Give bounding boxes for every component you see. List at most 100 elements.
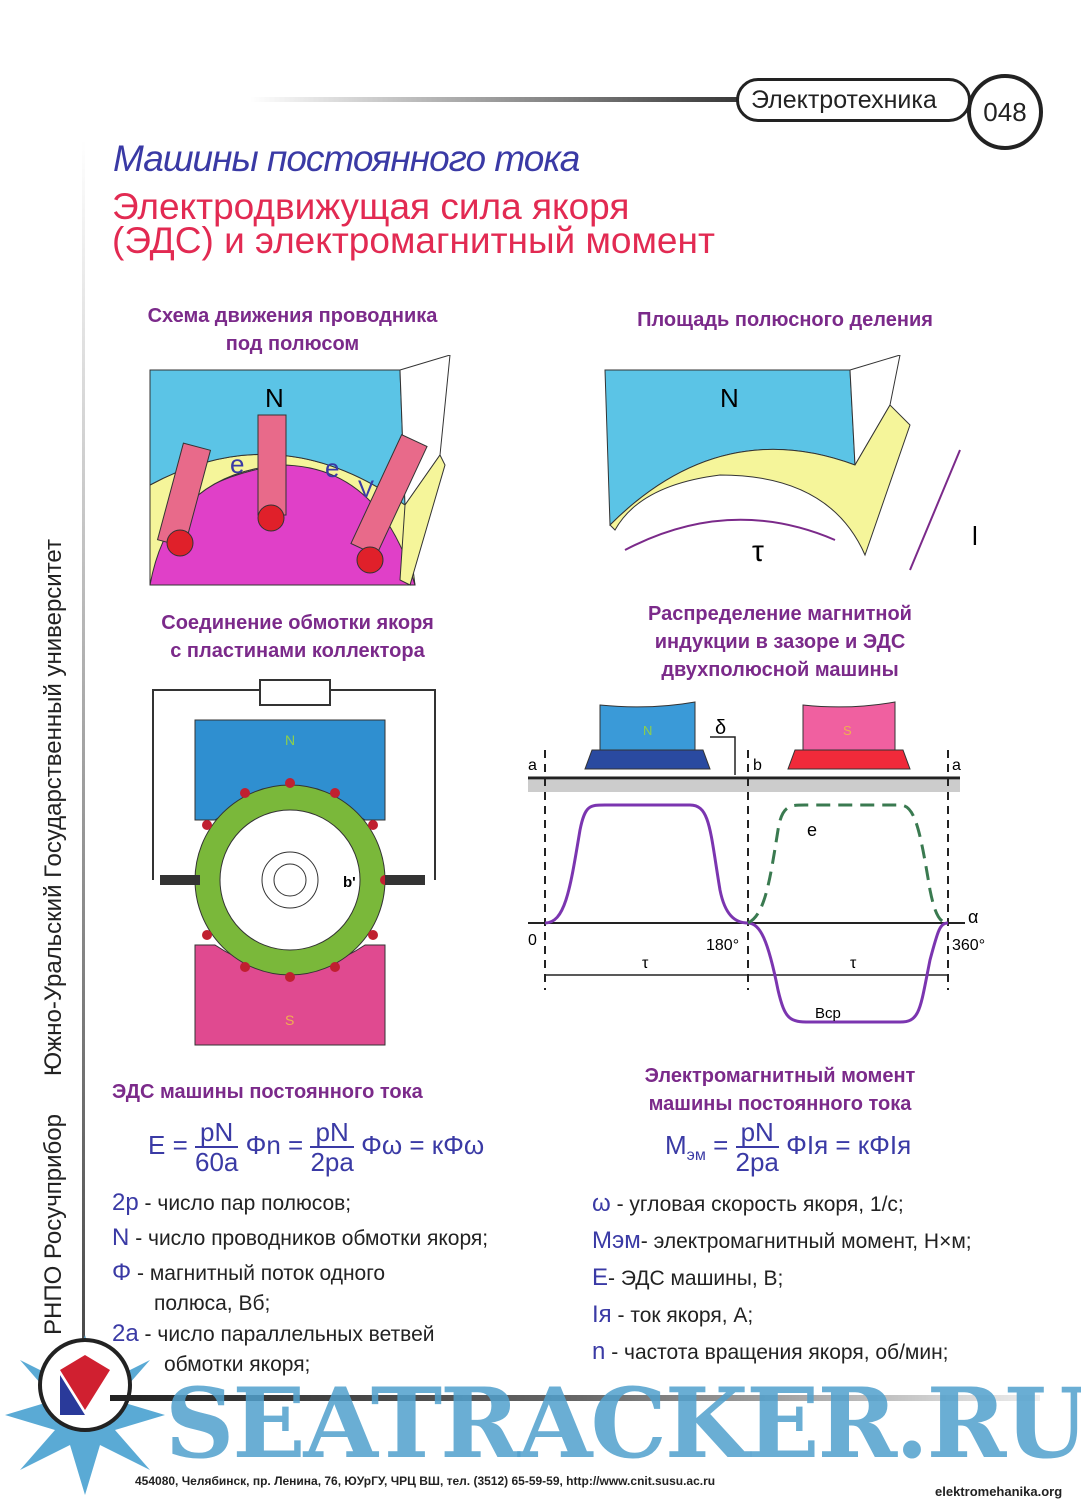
symbol: N: [112, 1224, 130, 1251]
university: Южно-Уральский Государственный университ…: [40, 539, 67, 1077]
numerator: pN: [194, 1118, 239, 1148]
winding-diagram: N S a' b': [152, 679, 436, 1046]
symbol: 2a: [112, 1320, 139, 1347]
pole-area-diagram: N τ l: [604, 355, 978, 571]
definition-item: Φ - магнитный поток одного: [112, 1256, 572, 1291]
pole-s-label: S: [285, 1012, 294, 1028]
publisher: РНПО Росучприбор: [40, 1114, 67, 1335]
point-a-label: a: [528, 757, 537, 774]
subtitle-line: Электродвижущая сила якоря: [112, 186, 630, 227]
gap-label: δ: [715, 717, 726, 739]
header-rule: [250, 97, 750, 102]
conductor-diagram: N e e V: [149, 355, 451, 586]
watermark: SEATRACKER.RU: [165, 1367, 1081, 1480]
definition-cont: обмотки якоря;: [164, 1353, 311, 1376]
definition: - ЭДС машины, В;: [608, 1267, 784, 1290]
formula-part: M: [665, 1129, 687, 1160]
definition: - число проводников обмотки якоря;: [135, 1227, 489, 1250]
definition-item: ω - угловая скорость якоря, 1/с;: [592, 1186, 1072, 1223]
pole-area-heading: Площадь полюсного деления: [637, 309, 933, 331]
heading-line: Соединение обмотки якоря: [161, 612, 434, 634]
subtitle-line: (ЭДС) и электромагнитный момент: [112, 220, 715, 261]
brush-b-label: b': [343, 874, 356, 891]
formula-part: E =: [148, 1129, 188, 1160]
definition: - магнитный поток одного: [137, 1262, 386, 1285]
definition-item: E- ЭДС машины, В;: [592, 1260, 1072, 1297]
emf-curve-label: e: [807, 820, 817, 840]
alpha-label: α: [968, 907, 978, 927]
site-link[interactable]: elektromehanika.org: [935, 1484, 1063, 1499]
definition: - число параллельных ветвей: [144, 1323, 435, 1346]
formula-part: Φn =: [245, 1129, 304, 1160]
denominator: 2pa: [310, 1147, 354, 1177]
heading-line: Схема движения проводника: [147, 305, 438, 327]
induction-diagram: N S δ a b a 0 180° 360° α τ τ e Bср: [528, 701, 985, 1024]
velocity-label: V: [358, 476, 374, 503]
formula-part: =: [713, 1129, 729, 1160]
brush-a-label: a': [225, 872, 237, 889]
numerator: pN: [310, 1118, 354, 1148]
side-rule: [82, 140, 85, 1380]
heading-line: с пластинами коллектора: [170, 640, 425, 662]
tau-label: τ: [752, 535, 764, 568]
formula-sub: эм: [686, 1147, 706, 1165]
heading-line: индукции в зазоре и ЭДС: [654, 631, 906, 653]
point-a-label: a: [952, 757, 961, 774]
tau-label: τ: [642, 955, 649, 972]
page-subtitle: Электродвижущая сила якоря(ЭДС) и электр…: [112, 186, 715, 261]
definition-cont: полюса, Вб;: [154, 1292, 271, 1315]
pole-n-label: N: [643, 723, 652, 738]
emf-heading: ЭДС машины постоянного тока: [112, 1081, 423, 1103]
definition: - угловая скорость якоря, 1/с;: [616, 1193, 904, 1216]
definition-item: N - число проводников обмотки якоря;: [112, 1221, 572, 1256]
definition-item: Iя - ток якоря, А;: [592, 1297, 1072, 1334]
pole-n-label: N: [285, 732, 295, 748]
point-b-label: b: [753, 757, 762, 774]
emf-label: e: [230, 449, 244, 479]
definition: - электромагнитный момент, Н×м;: [640, 1230, 972, 1253]
pole-label: N: [720, 383, 739, 413]
denominator: 2pa: [735, 1147, 779, 1177]
symbol: E: [592, 1264, 609, 1291]
deg180-label: 180°: [706, 937, 739, 954]
heading-line: под полюсом: [225, 333, 360, 355]
length-label: l: [972, 521, 978, 551]
winding-heading: Соединение обмотки якоря с пластинами кол…: [110, 609, 485, 665]
subject-badge: Электротехника: [736, 78, 971, 122]
definition: - ток якоря, А;: [617, 1304, 754, 1327]
definition: - частота вращения якоря, об/мин;: [611, 1341, 949, 1364]
deg360-label: 360°: [952, 937, 985, 954]
zero-label: 0: [528, 932, 537, 949]
induction-curve-label: Bср: [815, 1005, 841, 1022]
heading-line: Электромагнитный момент: [644, 1065, 916, 1087]
tau-label: τ: [850, 955, 857, 972]
emf-definitions: 2p - число пар полюсов; N - число провод…: [112, 1186, 572, 1378]
footer-rule: [110, 1395, 1040, 1401]
formula-part: Φω = кΦω: [361, 1129, 485, 1160]
torque-definitions: ω - угловая скорость якоря, 1/с; Mэм- эл…: [592, 1186, 1072, 1371]
publisher-logo: [5, 1335, 165, 1495]
formula-part: ΦIя = кΦIя: [786, 1129, 912, 1160]
definition-item: Mэм- электромагнитный момент, Н×м;: [592, 1223, 1072, 1260]
numerator: pN: [735, 1118, 779, 1148]
definition: - число пар полюсов;: [144, 1192, 352, 1215]
heading-line: двухполюсной машины: [661, 659, 899, 681]
page-title: Машины постоянного тока: [113, 138, 580, 179]
conductor-heading: Схема движения проводника под полюсом: [105, 302, 480, 358]
footer-address: 454080, Челябинск, пр. Ленина, 76, ЮУрГУ…: [135, 1474, 716, 1488]
symbol: 2p: [112, 1189, 139, 1216]
emf-label: e: [325, 453, 339, 483]
symbol: Φ: [112, 1259, 132, 1286]
definition-item: n - частота вращения якоря, об/мин;: [592, 1334, 1072, 1371]
side-caption: РНПО Росучприбор Южно-Уральский Государст…: [40, 375, 68, 1335]
pole-label: N: [265, 383, 284, 413]
symbol: Mэм: [592, 1227, 641, 1254]
definition-item: 2a - число параллельных ветвей: [112, 1317, 572, 1352]
symbol: n: [592, 1338, 606, 1365]
symbol: ω: [592, 1190, 611, 1217]
denominator: 60a: [194, 1147, 239, 1177]
